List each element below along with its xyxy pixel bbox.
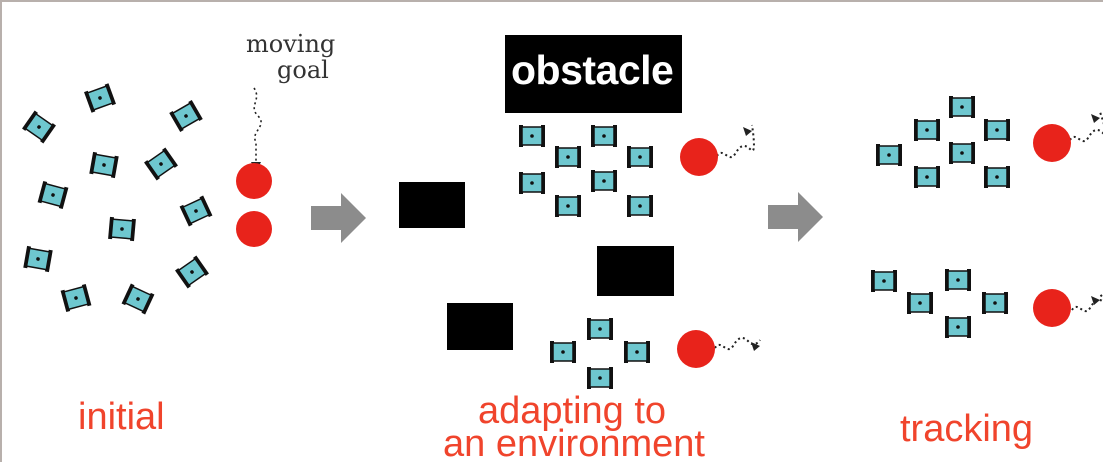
robot-icon [175,255,209,289]
obstacle-label: obstacle [511,47,674,93]
stage-label-adapting-line1: adapting to [478,390,667,432]
obstacle-block [597,246,674,296]
robot-icon [108,216,136,242]
robot-icon [591,170,617,192]
robot-icon [949,142,975,164]
robot-icon [914,166,940,188]
goal-icon [236,211,272,247]
trail-arrowhead-icon [1091,296,1100,305]
trail-arrowhead-icon [1091,114,1100,123]
stage-label-tracking: tracking [900,408,1034,450]
stage-arrows [311,192,823,243]
goal-motion-trail [1069,111,1103,143]
goal-icon [677,330,715,368]
robot-icon [982,292,1008,314]
robot-icon [60,284,92,312]
annotation-leader-line [253,87,262,164]
stage-label-adapting-line2: an environment [443,423,705,465]
robot-icon [144,147,178,181]
robot-icon [945,269,971,291]
robot-icon [37,181,69,209]
robot-icon [627,146,653,168]
stage-label-initial: initial [78,396,165,438]
robot-icon [169,99,203,133]
robot-icon [89,151,119,179]
robot-icon [914,119,940,141]
goal-motion-trail [1071,293,1103,313]
obstacle-block [399,182,465,228]
robot-icon [871,270,897,292]
robot-icon [23,245,53,273]
trail-arrowhead-icon [751,342,760,351]
robot-icon [945,316,971,338]
goals [236,124,1071,368]
robot-icon [84,83,116,113]
robot-icon [550,341,576,363]
goal-motion-trail [716,124,755,159]
goal-icon [1033,289,1071,327]
obstacle-block [447,303,513,350]
goal-motion-trail [714,336,761,351]
robot-icon [984,166,1010,188]
robot-icon [627,195,653,217]
goal-icon [236,163,272,199]
goal-icon [1033,124,1071,162]
robot-icon [555,146,581,168]
obstacles [399,35,682,350]
robot-icon [519,172,545,194]
robot-icon [179,195,213,227]
robot-icon [876,144,902,166]
robot-icon [984,119,1010,141]
obstacle-block-labeled [505,35,682,113]
robot-icon [591,125,617,147]
robot-icon [519,125,545,147]
moving-goal-label-line1: moving [246,30,336,58]
moving-goal-label-line2: goal [277,56,329,84]
trail-arrowhead-icon [743,127,752,136]
arrow-right-icon [311,193,366,243]
arrow-right-icon [768,192,823,242]
robot-icon [22,110,56,144]
robot-icon [907,292,933,314]
robot-icon [587,367,613,389]
robot-icon [949,96,975,118]
goal-icon [680,138,718,176]
robot-icon [587,318,613,340]
robot-icon [555,195,581,217]
robot-icon [121,283,155,315]
robot-icon [624,341,650,363]
robots [22,83,1010,389]
goal-motion-trails [251,87,1103,351]
